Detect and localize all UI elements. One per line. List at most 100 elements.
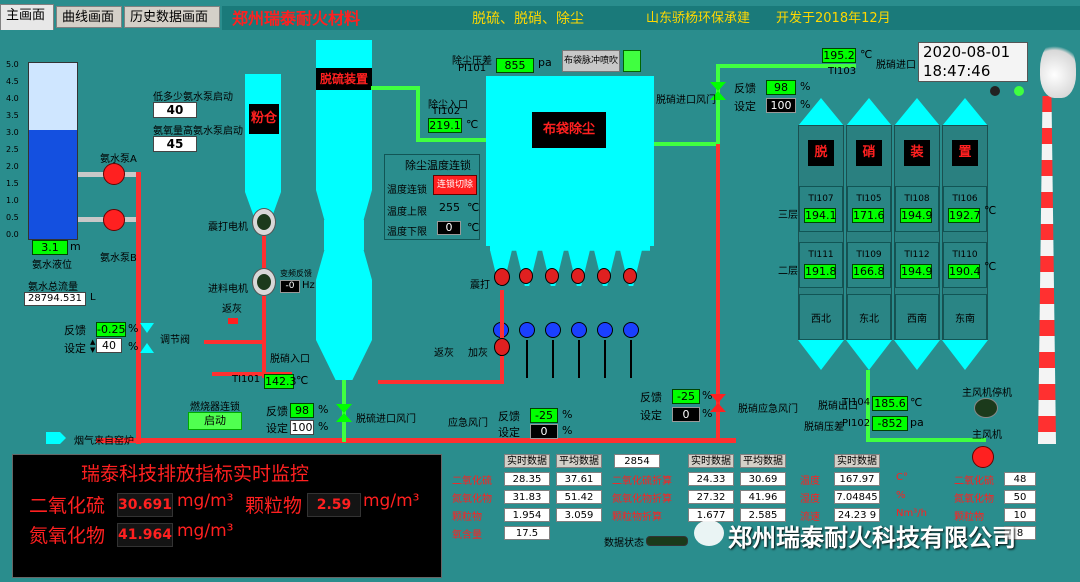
table-row-label: 温度 bbox=[800, 476, 820, 487]
shaker-icon[interactable] bbox=[597, 268, 611, 284]
table-cell-average: 41.96 bbox=[740, 490, 786, 504]
so2-unit: mg/m³ bbox=[177, 491, 234, 511]
bag-set-value[interactable]: 0 bbox=[530, 424, 558, 439]
pulse-button[interactable]: 布袋脉冲喷吹 bbox=[562, 50, 620, 72]
denox-press-unit: pa bbox=[910, 416, 924, 429]
data-status-indicator bbox=[646, 536, 688, 546]
min-start-value[interactable]: 40 bbox=[153, 102, 197, 118]
ammonia-set-value[interactable]: 40 bbox=[96, 338, 122, 353]
powder-pipe-2 bbox=[262, 296, 266, 378]
table-row-label: 二氧化硫折算 bbox=[612, 476, 672, 487]
denox-outlet-tag: TI104 bbox=[842, 397, 871, 408]
burner-start-button[interactable]: 启动 bbox=[188, 412, 242, 430]
total-flow-value: 28794.531 bbox=[24, 292, 86, 306]
ammonia-valve-icon[interactable] bbox=[140, 323, 154, 333]
discharge-valve-icon[interactable] bbox=[519, 322, 535, 338]
pulse-indicator bbox=[623, 50, 641, 72]
ammonia-feedback-label: 反馈 bbox=[64, 324, 86, 337]
discharge-arrow-icon bbox=[578, 340, 580, 378]
denox-sensor-tag: TI112 bbox=[904, 250, 930, 260]
ti101-value: 142.3 bbox=[264, 374, 297, 389]
emerg-feedback-pct: % bbox=[702, 389, 713, 402]
table-row-label: 氮氧化物 bbox=[954, 494, 994, 505]
denox-sensor-tag: TI110 bbox=[952, 250, 978, 260]
denox-sensor-tag: TI105 bbox=[856, 194, 882, 204]
main-fan-icon[interactable] bbox=[972, 446, 994, 468]
discharge-valve-icon[interactable] bbox=[597, 322, 613, 338]
bag-set-label: 设定 bbox=[498, 426, 520, 439]
denox-feedback-label: 反馈 bbox=[734, 82, 756, 95]
vibrator-motor-label: 震打电机 bbox=[208, 222, 248, 233]
total-flow-unit: L bbox=[90, 292, 96, 303]
add-ash-icon[interactable] bbox=[494, 338, 510, 356]
shaker-icon[interactable] bbox=[623, 268, 637, 284]
bag-inlet-tag: TI102 bbox=[432, 106, 461, 117]
tab-curve[interactable]: 曲线画面 bbox=[56, 6, 122, 28]
feed-motor-icon[interactable] bbox=[252, 268, 276, 296]
fan-label: 主风机 bbox=[972, 430, 1002, 441]
lower-limit-value[interactable]: 0 bbox=[437, 221, 461, 235]
table-cell-value: 48 bbox=[1004, 472, 1036, 486]
denox-inlet-valve-label: 脱硝进口风门 bbox=[656, 95, 716, 106]
denox-outlet-value: 185.6 bbox=[872, 396, 908, 411]
discharge-valve-icon[interactable] bbox=[571, 322, 587, 338]
desulf-valve-label: 脱硫进口风门 bbox=[356, 414, 416, 425]
feed-motor-label: 进料电机 bbox=[208, 284, 248, 295]
desulf-to-bag-pipe bbox=[416, 138, 486, 142]
table-cell-realtime: 27.32 bbox=[688, 490, 734, 504]
datetime-panel: 2020-08-01 18:47:46 bbox=[918, 42, 1028, 82]
denox-section bbox=[847, 294, 891, 340]
shaker-icon[interactable] bbox=[494, 268, 510, 286]
flue-arrow-icon bbox=[46, 432, 66, 444]
shaker-icon[interactable] bbox=[519, 268, 533, 284]
table-row-label: 流速 bbox=[800, 512, 820, 523]
denox-section bbox=[799, 294, 843, 340]
denox-sensor-tag: TI106 bbox=[952, 194, 978, 204]
discharge-valve-icon[interactable] bbox=[545, 322, 561, 338]
discharge-arrow-icon bbox=[526, 340, 528, 378]
min-start-label: 低多少氨水泵启动 bbox=[153, 92, 233, 103]
denox-set-value[interactable]: 100 bbox=[766, 98, 796, 113]
desulf-tower-neck bbox=[316, 190, 372, 220]
shaker-icon[interactable] bbox=[545, 268, 559, 284]
pm-unit: mg/m³ bbox=[363, 491, 420, 511]
table-cell-average: 37.61 bbox=[556, 472, 602, 486]
table-cell-realtime: 17.5 bbox=[504, 526, 550, 540]
table-row-label: 氮氧化物 bbox=[452, 494, 492, 505]
desulf-tower-cone bbox=[316, 340, 372, 380]
bag-pressure-label: 除尘压差 bbox=[452, 56, 492, 67]
bag-pressure-value: 855 bbox=[496, 58, 534, 73]
header-bar bbox=[222, 6, 1080, 30]
indicator-light-on bbox=[1014, 86, 1024, 96]
ammonia-level-value: 3.1 bbox=[32, 240, 68, 255]
ammonia-set-spinner-icon[interactable]: ▲▼ bbox=[90, 338, 96, 354]
ammonia-feedback-pct: % bbox=[128, 322, 139, 335]
bag-filter-body bbox=[486, 76, 654, 246]
desulf-label: 脱硫装置 bbox=[316, 68, 372, 90]
emerg-set-value[interactable]: 0 bbox=[672, 407, 700, 422]
fan-stop-button-icon[interactable] bbox=[974, 398, 998, 418]
pump-b-icon[interactable] bbox=[103, 209, 125, 231]
denox-sensor-value: 192.7 bbox=[948, 208, 981, 223]
denox-section-label: 东南 bbox=[955, 314, 975, 325]
ammonia-tank bbox=[28, 62, 78, 240]
pump-a-icon[interactable] bbox=[103, 163, 125, 185]
discharge-arrow-icon bbox=[552, 340, 554, 378]
desulf-set-value[interactable]: 100 bbox=[290, 420, 314, 435]
discharge-valve-icon[interactable] bbox=[623, 322, 639, 338]
shaker-icon[interactable] bbox=[571, 268, 585, 284]
fan-stop-label: 主风机停机 bbox=[962, 388, 1012, 399]
max-stop-value[interactable]: 45 bbox=[153, 136, 197, 152]
so2-value: 30.691 bbox=[117, 493, 173, 517]
emergency-valve-label: 应急风门 bbox=[448, 418, 488, 429]
tab-main[interactable]: 主画面 bbox=[0, 4, 54, 30]
smoke-icon bbox=[1040, 40, 1076, 98]
ti101-tag: TI101 bbox=[232, 374, 261, 385]
upper-limit-value: 255 bbox=[439, 201, 460, 214]
tab-history[interactable]: 历史数据画面 bbox=[124, 6, 220, 28]
table-row-unit: % bbox=[896, 490, 906, 501]
add-ash-label: 加灰 bbox=[468, 348, 488, 359]
vibrator-motor-icon[interactable] bbox=[252, 208, 276, 236]
interlock-cut-button[interactable]: 连锁切除 bbox=[433, 175, 477, 195]
emerg-set-label: 设定 bbox=[640, 409, 662, 422]
